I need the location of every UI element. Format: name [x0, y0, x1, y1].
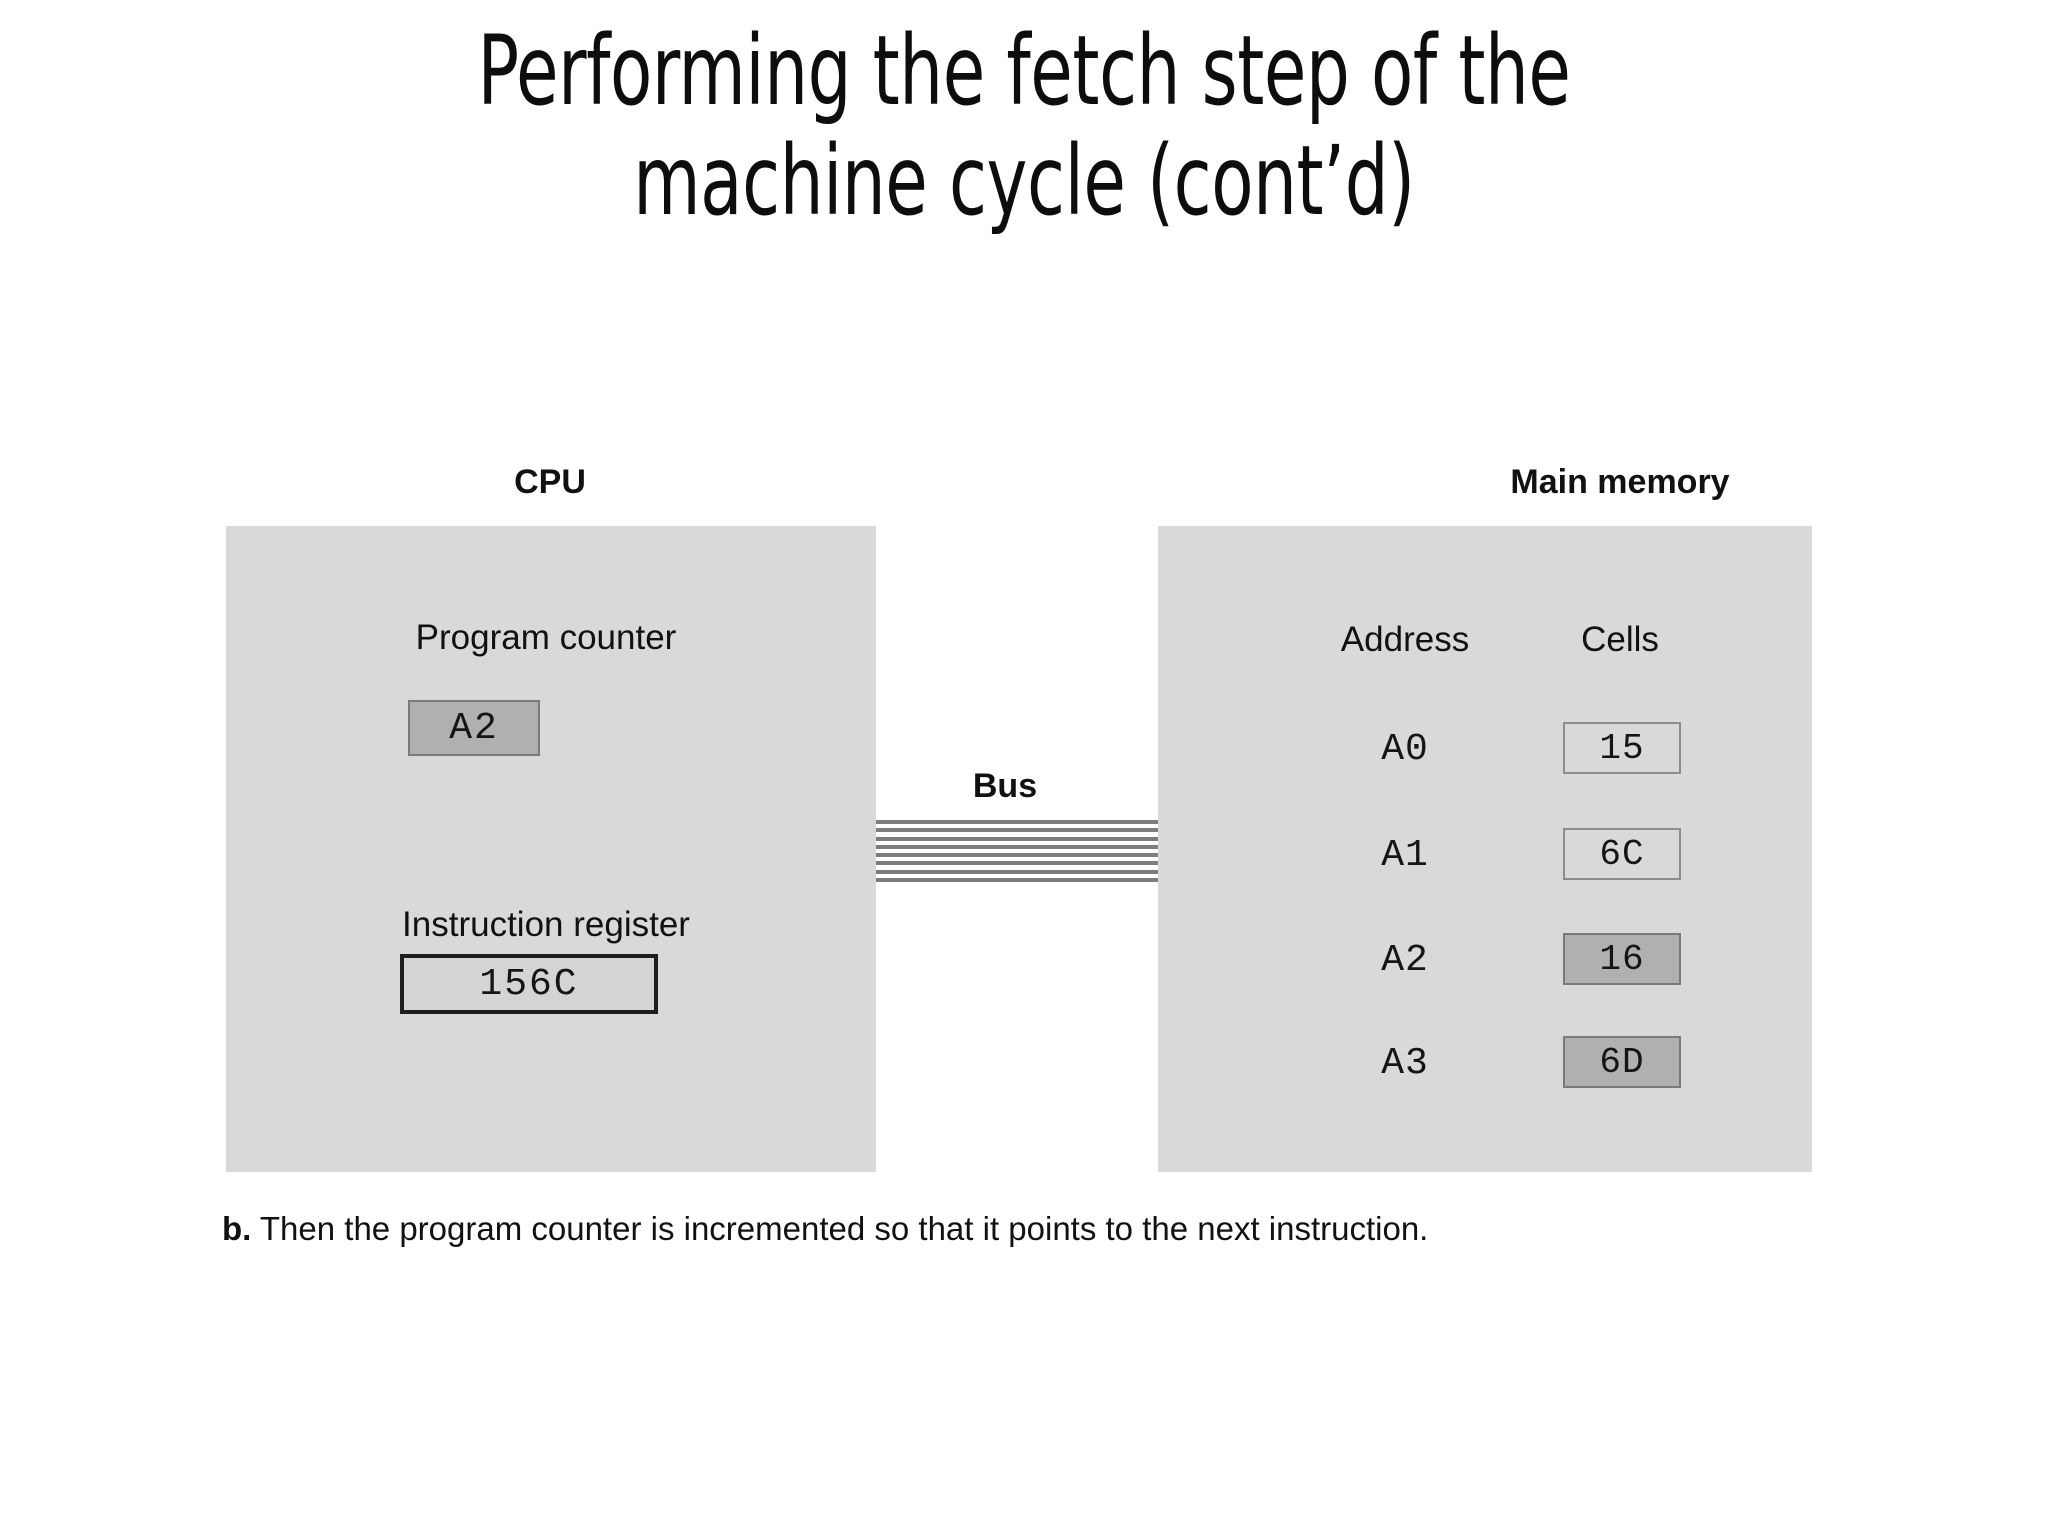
bus-lines — [876, 820, 1158, 882]
figure-caption: b. Then the program counter is increment… — [222, 1210, 1842, 1248]
bus-line — [876, 853, 1158, 858]
memory-cell-value: 15 — [1563, 722, 1681, 774]
memory-column-header-cells: Cells — [1581, 620, 1659, 659]
cpu-heading: CPU — [514, 463, 586, 501]
program-counter-value-box: A2 — [408, 700, 540, 756]
instruction-register-label: Instruction register — [402, 905, 690, 944]
figure-caption-lead: b. — [222, 1210, 252, 1247]
memory-address: A1 — [1381, 833, 1429, 877]
figure-caption-text: Then the program counter is incremented … — [251, 1210, 1429, 1247]
bus-line — [876, 820, 1158, 824]
memory-row: A3 6D — [1158, 1025, 1812, 1101]
bus-line — [876, 861, 1158, 866]
memory-cell-value: 6D — [1563, 1036, 1681, 1088]
bus-line — [876, 836, 1158, 841]
instruction-register-value-box: 156C — [400, 954, 658, 1014]
cpu-panel — [226, 526, 876, 1172]
memory-address: A3 — [1381, 1041, 1429, 1085]
memory-row: A2 16 — [1158, 922, 1812, 998]
memory-cell-value: 16 — [1563, 933, 1681, 985]
page-title-line-1: Performing the fetch step of the — [477, 15, 1571, 127]
memory-cell-value: 6C — [1563, 828, 1681, 880]
bus-line — [876, 869, 1158, 874]
bus-line — [876, 828, 1158, 833]
memory-column-header-address: Address — [1340, 620, 1470, 659]
program-counter-label: Program counter — [415, 618, 677, 657]
bus-line — [876, 877, 1158, 882]
memory-row: A0 15 — [1158, 711, 1812, 787]
page-title: Performing the fetch step of the machine… — [120, 16, 1928, 237]
memory-address: A2 — [1381, 938, 1429, 982]
memory-row: A1 6C — [1158, 817, 1812, 893]
main-memory-heading: Main memory — [1510, 463, 1730, 501]
bus-line — [876, 844, 1158, 849]
main-memory-panel — [1158, 526, 1812, 1172]
memory-address: A0 — [1381, 727, 1429, 771]
page-title-line-2: machine cycle (cont’d) — [633, 125, 1415, 238]
bus-label: Bus — [972, 767, 1038, 805]
